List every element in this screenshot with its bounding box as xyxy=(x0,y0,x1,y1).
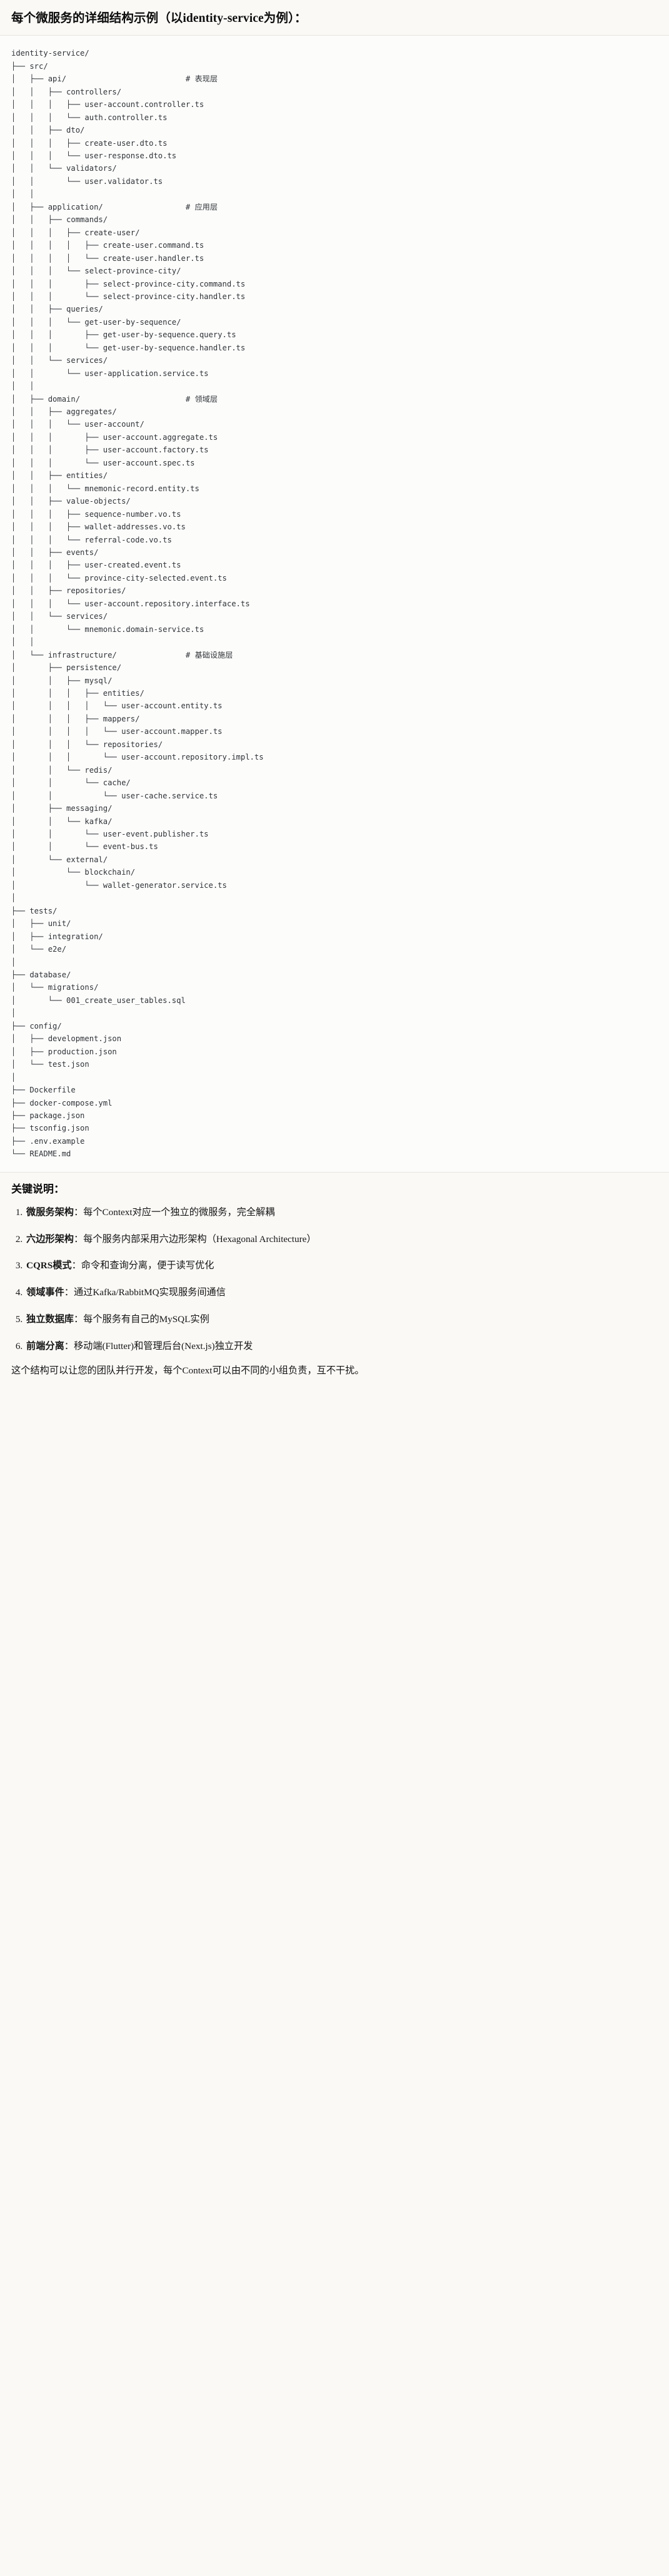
list-item: 前端分离：移动端(Flutter)和管理后台(Next.js)独立开发 xyxy=(25,1340,658,1354)
note-description: 移动端(Flutter)和管理后台(Next.js)独立开发 xyxy=(73,1340,253,1352)
tree-divider xyxy=(0,1171,669,1173)
note-separator: ： xyxy=(64,1287,74,1298)
directory-tree: identity-service/ ├── src/ │ ├── api/ # … xyxy=(11,49,264,1159)
note-separator: ： xyxy=(73,1313,84,1325)
closing-paragraph: 这个结构可以让您的团队并行开发，每个Context可以由不同的小组负责，互不干扰… xyxy=(11,1365,365,1377)
note-term: 六边形架构 xyxy=(26,1233,74,1245)
note-separator: ： xyxy=(73,1233,84,1245)
note-description: 每个服务有自己的MySQL实例 xyxy=(83,1313,209,1325)
note-description: 每个Context对应一个独立的微服务，完全解耦 xyxy=(83,1206,275,1218)
list-item: 微服务架构：每个Context对应一个独立的微服务，完全解耦 xyxy=(25,1206,658,1220)
note-term: 前端分离 xyxy=(26,1340,64,1352)
note-description: 每个服务内部采用六边形架构（Hexagonal Architecture） xyxy=(83,1233,316,1245)
page-title: 每个微服务的详细结构示例（以identity-service为例）： xyxy=(11,12,307,25)
directory-tree-block: identity-service/ ├── src/ │ ├── api/ # … xyxy=(0,36,669,1172)
key-notes-section: 关键说明： 微服务架构：每个Context对应一个独立的微服务，完全解耦 六边形… xyxy=(0,1172,669,1397)
note-term: 独立数据库 xyxy=(26,1313,74,1325)
header-divider xyxy=(0,35,669,36)
note-description: 通过Kafka/RabbitMQ实现服务间通信 xyxy=(73,1287,226,1298)
list-item: 领域事件：通过Kafka/RabbitMQ实现服务间通信 xyxy=(25,1286,658,1300)
document-page: 每个微服务的详细结构示例（以identity-service为例）： ident… xyxy=(0,0,669,1396)
note-term: 微服务架构 xyxy=(26,1206,74,1218)
note-separator: ： xyxy=(73,1206,84,1218)
note-description: 命令和查询分离，便于读写优化 xyxy=(81,1260,214,1271)
key-notes-list: 微服务架构：每个Context对应一个独立的微服务，完全解耦 六边形架构：每个服… xyxy=(11,1206,658,1354)
note-term: CQRS模式 xyxy=(26,1260,72,1271)
key-notes-title: 关键说明： xyxy=(11,1183,64,1195)
list-item: 六边形架构：每个服务内部采用六边形架构（Hexagonal Architectu… xyxy=(25,1233,658,1247)
note-term: 领域事件 xyxy=(26,1287,64,1298)
list-item: CQRS模式：命令和查询分离，便于读写优化 xyxy=(25,1259,658,1273)
note-separator: ： xyxy=(64,1340,74,1352)
note-separator: ： xyxy=(71,1260,81,1271)
list-item: 独立数据库：每个服务有自己的MySQL实例 xyxy=(25,1313,658,1327)
